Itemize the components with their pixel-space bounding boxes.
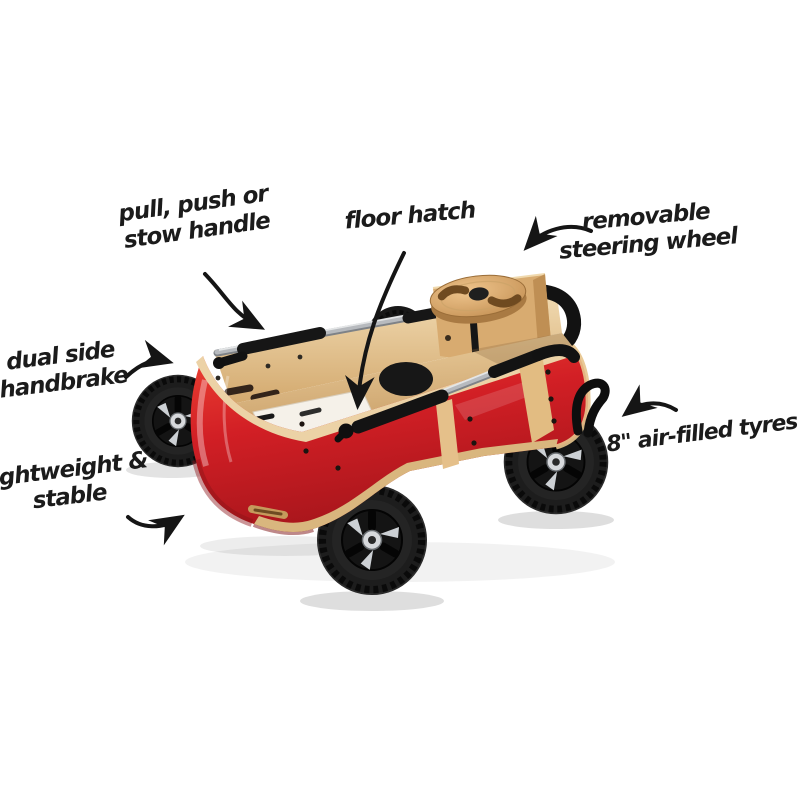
wagon-body	[190, 344, 591, 536]
steering-arrow	[523, 215, 593, 251]
handle-foam-grip-near	[351, 389, 449, 434]
handbrake-lever-front	[213, 351, 248, 369]
stowed-handle-near-rail	[334, 344, 580, 443]
tyres-arrow	[621, 384, 678, 417]
handle-foam-grip	[237, 327, 326, 355]
handle-stow-slot	[248, 505, 288, 519]
rear-corner-foam	[531, 284, 582, 353]
handbrake-arrow	[124, 339, 174, 379]
handle-arrow	[203, 272, 266, 330]
handbrake-lever-rear	[571, 378, 610, 438]
annotation-arrows	[124, 215, 678, 546]
steering-wheel	[429, 274, 527, 324]
stable-arrow	[126, 514, 185, 546]
hatch-arrow	[345, 251, 406, 410]
